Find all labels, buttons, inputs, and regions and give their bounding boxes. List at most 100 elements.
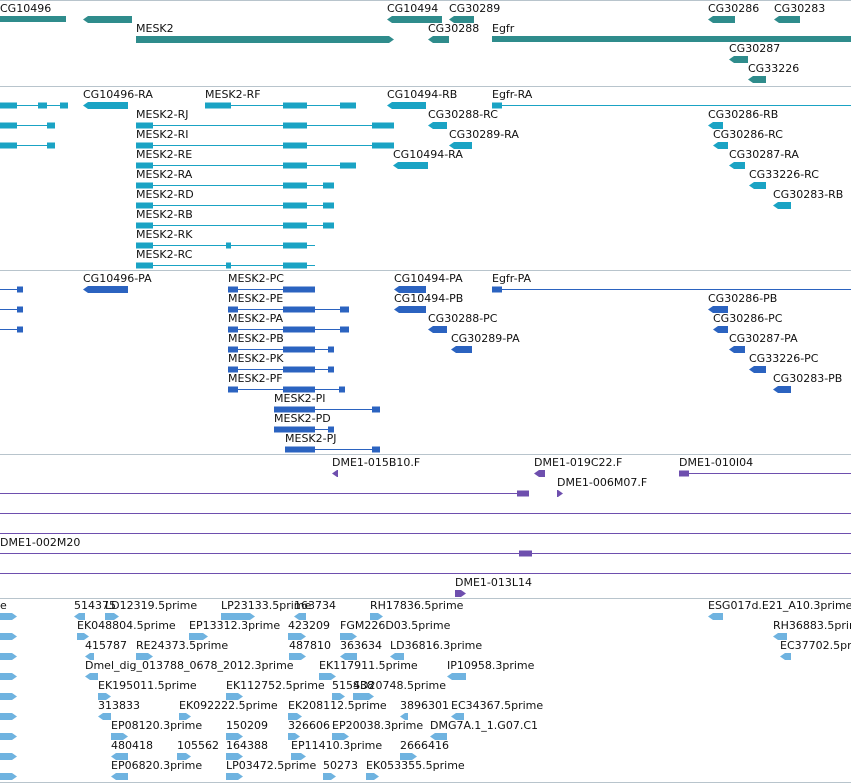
feature[interactable]: MESK2-PC bbox=[228, 272, 315, 293]
feature[interactable]: LP03472.5prime bbox=[226, 759, 317, 780]
feature[interactable]: 150209 bbox=[226, 719, 268, 740]
feature[interactable]: 313833 bbox=[98, 699, 140, 720]
feature[interactable]: 50273 bbox=[323, 759, 358, 780]
feature[interactable]: 105562 bbox=[177, 739, 219, 760]
feature[interactable]: 480418 bbox=[111, 739, 153, 760]
feature[interactable]: CG30286-PB bbox=[708, 292, 777, 313]
feature[interactable]: MESK2-RA bbox=[136, 168, 334, 189]
feature[interactable]: EP13312.3prime bbox=[189, 619, 280, 640]
feature[interactable]: LD12319.5prime bbox=[105, 599, 197, 620]
feature[interactable] bbox=[0, 326, 23, 333]
feature[interactable]: ESG017d.E21_A10.3prime bbox=[708, 599, 851, 620]
feature[interactable]: CG10494-RB bbox=[387, 88, 457, 109]
feature[interactable]: 326606 bbox=[288, 719, 330, 740]
feature[interactable]: CG10494 bbox=[387, 2, 442, 23]
feature[interactable]: CG10496 bbox=[0, 2, 132, 23]
feature[interactable] bbox=[0, 693, 17, 700]
feature[interactable] bbox=[0, 633, 17, 640]
feature[interactable] bbox=[0, 753, 17, 760]
feature[interactable]: EC34367.5prime bbox=[451, 699, 543, 720]
feature[interactable] bbox=[0, 733, 17, 740]
feature[interactable]: EC37702.5prime bbox=[780, 639, 851, 660]
feature[interactable] bbox=[0, 102, 68, 109]
feature[interactable]: SD20748.5prime bbox=[353, 679, 446, 700]
feature[interactable]: IP10958.3prime bbox=[447, 659, 535, 680]
feature[interactable]: 164388 bbox=[226, 739, 268, 760]
feature[interactable]: EP08120.3prime bbox=[111, 719, 202, 740]
feature[interactable]: DME1-019C22.F bbox=[534, 456, 622, 477]
feature[interactable]: DMG7A.1_1.G07.C1 bbox=[430, 719, 538, 740]
feature[interactable]: LD36816.3prime bbox=[390, 639, 482, 660]
feature[interactable]: MESK2 bbox=[136, 22, 394, 43]
feature[interactable]: CG30288-PC bbox=[428, 312, 498, 333]
feature[interactable]: CG33226-RC bbox=[749, 168, 819, 189]
feature[interactable]: CG33226 bbox=[748, 62, 799, 83]
feature[interactable]: EK053355.5prime bbox=[366, 759, 465, 780]
feature[interactable] bbox=[0, 490, 529, 497]
feature[interactable]: RH36883.5prime bbox=[773, 619, 851, 640]
feature[interactable]: CG30283-RB bbox=[773, 188, 843, 209]
feature[interactable]: CG30286 bbox=[708, 2, 759, 23]
feature[interactable]: MESK2-RF bbox=[205, 88, 356, 109]
feature[interactable]: MESK2-PF bbox=[228, 372, 345, 393]
feature[interactable] bbox=[0, 142, 55, 149]
feature[interactable]: CG30289-PA bbox=[451, 332, 520, 353]
feature[interactable]: MESK2-PE bbox=[228, 292, 349, 313]
feature[interactable]: DME1-006M07.F bbox=[557, 476, 647, 497]
feature[interactable]: Egfr-RA bbox=[492, 88, 851, 109]
feature[interactable]: 163734 bbox=[294, 599, 336, 620]
feature[interactable]: RH17836.5prime bbox=[370, 599, 464, 620]
feature[interactable]: CG33226-PC bbox=[749, 352, 819, 373]
feature[interactable]: MESK2-RC bbox=[136, 248, 315, 269]
feature[interactable] bbox=[0, 773, 17, 780]
feature[interactable]: CG30289-RA bbox=[449, 128, 519, 149]
feature[interactable]: e bbox=[0, 599, 17, 620]
feature[interactable]: 2666416 bbox=[400, 739, 449, 760]
feature[interactable]: MESK2-PI bbox=[274, 392, 380, 413]
feature[interactable]: CG30283 bbox=[774, 2, 825, 23]
feature[interactable]: CG30286-RC bbox=[713, 128, 783, 149]
feature[interactable]: Egfr-PA bbox=[492, 272, 851, 293]
feature[interactable]: CG30288-RC bbox=[428, 108, 498, 129]
feature[interactable]: CG30286-PC bbox=[713, 312, 783, 333]
feature[interactable]: EK048804.5prime bbox=[77, 619, 176, 640]
feature[interactable]: Egfr bbox=[492, 22, 851, 42]
feature[interactable]: MESK2-PB bbox=[228, 332, 334, 353]
feature[interactable]: DME1-010I04 bbox=[679, 456, 851, 477]
feature[interactable]: DME1-013L14 bbox=[455, 576, 532, 597]
feature[interactable]: FGM226D03.5prime bbox=[340, 619, 451, 640]
feature[interactable]: CG30289 bbox=[449, 2, 500, 23]
feature[interactable]: CG30283-PB bbox=[773, 372, 842, 393]
feature[interactable]: CG10496-RA bbox=[83, 88, 153, 109]
feature[interactable]: CG10494-RA bbox=[393, 148, 463, 169]
feature[interactable]: DME1-002M20 bbox=[0, 536, 851, 557]
feature[interactable]: CG10494-PB bbox=[394, 292, 463, 313]
feature[interactable]: RE24373.5prime bbox=[136, 639, 228, 660]
feature[interactable]: EK117911.5prime bbox=[319, 659, 418, 680]
feature[interactable] bbox=[0, 713, 17, 720]
feature[interactable]: CG30287-PA bbox=[729, 332, 798, 353]
feature[interactable]: MESK2-RE bbox=[136, 148, 356, 169]
feature[interactable]: EP20038.3prime bbox=[332, 719, 423, 740]
feature[interactable]: MESK2-PA bbox=[228, 312, 349, 333]
feature[interactable]: EK112752.5prime bbox=[226, 679, 325, 700]
feature[interactable] bbox=[0, 653, 17, 660]
feature[interactable] bbox=[0, 286, 23, 293]
feature[interactable]: CG10494-PA bbox=[394, 272, 463, 293]
feature[interactable]: MESK2-RD bbox=[136, 188, 334, 209]
feature[interactable] bbox=[0, 122, 55, 129]
feature[interactable]: CG30287 bbox=[729, 42, 780, 63]
feature[interactable]: EP06820.3prime bbox=[111, 759, 202, 780]
feature[interactable]: MESK2-RB bbox=[136, 208, 334, 229]
feature[interactable]: CG30288 bbox=[428, 22, 479, 43]
feature[interactable]: 363634 bbox=[340, 639, 382, 660]
feature[interactable]: EK092222.5prime bbox=[179, 699, 278, 720]
feature[interactable]: Dmel_dig_013788_0678_2012.3prime bbox=[85, 659, 294, 680]
feature[interactable]: EK208112.5prime bbox=[288, 699, 387, 720]
feature[interactable]: EP11410.3prime bbox=[291, 739, 382, 760]
feature[interactable]: CG30286-RB bbox=[708, 108, 778, 129]
feature[interactable]: 487810 bbox=[289, 639, 331, 660]
feature[interactable]: 3896301 bbox=[400, 699, 449, 720]
feature[interactable] bbox=[0, 306, 23, 313]
feature[interactable]: MESK2-RK bbox=[136, 228, 315, 249]
